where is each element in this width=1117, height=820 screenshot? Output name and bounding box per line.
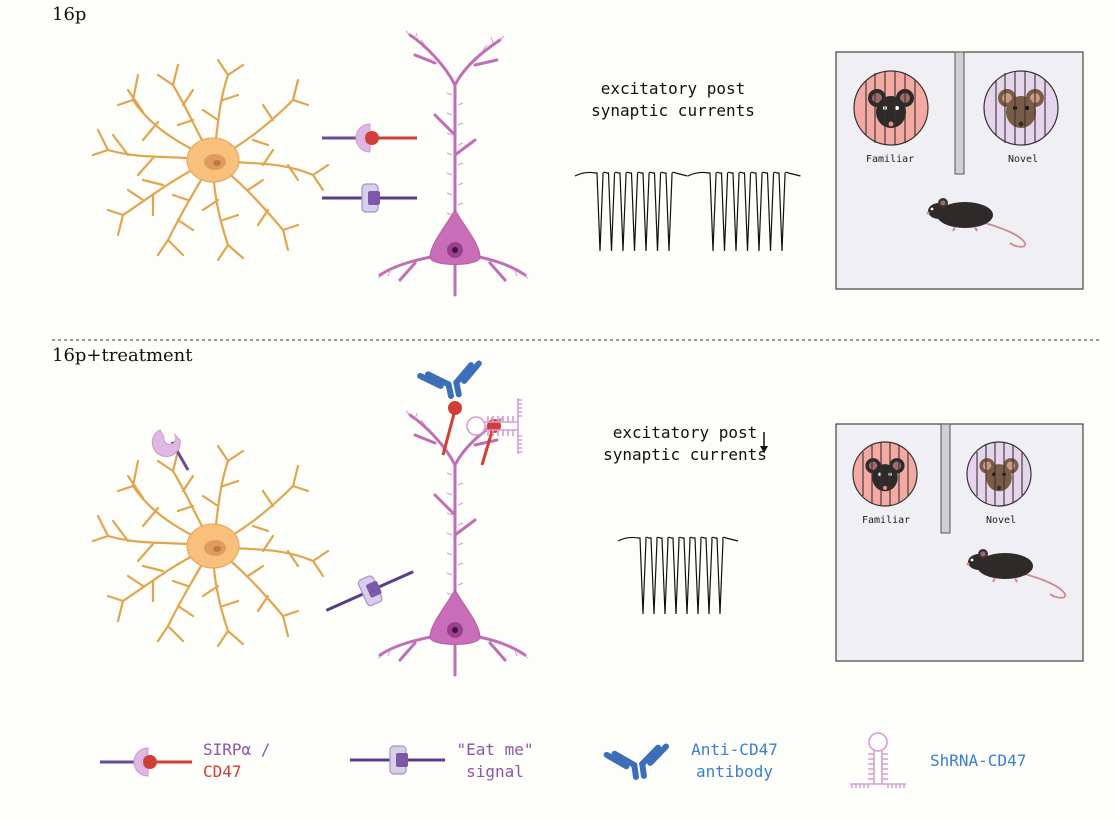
free-sirp [151, 429, 190, 471]
epsc-label-top-line2: synaptic currents [591, 101, 755, 120]
neuron-bottom [376, 409, 530, 677]
cage-divider-top [954, 51, 965, 175]
legend-antibody-label-line2: antibody [695, 762, 774, 781]
cd47-shrna-bottom [466, 397, 523, 466]
legend-shrna-icon [849, 732, 907, 789]
eatme-signal-top [320, 182, 419, 214]
decrease-arrow-icon [760, 432, 768, 453]
epsc-trace-bottom [617, 536, 739, 615]
legend-eatme-icon [348, 744, 447, 776]
panel-label-top: 16p [52, 4, 87, 25]
neuron-top [376, 29, 530, 297]
legend-shrna-text: ShRNA-CD47 [930, 751, 1027, 770]
legend-cd47-label: CD47 [203, 762, 242, 781]
familiar-label-top: Familiar [866, 154, 915, 165]
cage-divider-bottom [940, 423, 951, 534]
epsc-label-bottom: excitatory post synaptic currents [590, 422, 780, 466]
familiar-label-bottom: Familiar [862, 515, 911, 526]
epsc-waveform [687, 171, 801, 252]
legend-eatme-label-line1: "Eat me" [456, 740, 534, 759]
legend-antibody-icon [607, 747, 670, 781]
cd47-antibody-bottom [420, 363, 484, 456]
epsc-label-bottom-line2: synaptic currents [603, 445, 767, 464]
legend [100, 732, 907, 789]
legend-antibody-label-line1: Anti-CD47 [691, 740, 778, 759]
legend-sirp-label: SIRPα / [203, 740, 271, 759]
epsc-waveform [617, 536, 739, 615]
epsc-label-bottom-line1: excitatory post [612, 423, 758, 442]
sirp-cd47-top [320, 122, 419, 154]
eatme-signal-bottom [319, 557, 421, 625]
epsc-trace-top [574, 171, 801, 252]
astrocyte-bottom [91, 444, 330, 648]
legend-eatme-text: "Eat me" signal [450, 739, 540, 783]
novel-label-bottom: Novel [986, 515, 1017, 526]
legend-sirp-cd47-text: SIRPα / CD47 [203, 739, 270, 783]
epsc-label-top-line1: excitatory post [600, 79, 746, 98]
bottom-panel [91, 363, 1084, 677]
epsc-label-top: excitatory post synaptic currents [578, 78, 768, 122]
epsc-waveform [574, 171, 688, 252]
familiar-cup-bottom [852, 441, 918, 507]
novel-label-top: Novel [1008, 154, 1039, 165]
top-panel [91, 29, 1084, 297]
legend-eatme-label-line2: signal [466, 762, 524, 781]
legend-sirp-cd47-icon [100, 747, 192, 777]
familiar-cup-top [853, 70, 929, 146]
astrocyte-top [91, 58, 330, 262]
novel-cup-top [983, 70, 1059, 146]
panel-label-bottom: 16p+treatment [52, 345, 193, 366]
novel-cup-bottom [966, 441, 1032, 507]
legend-antibody-text: Anti-CD47 antibody [687, 739, 782, 783]
